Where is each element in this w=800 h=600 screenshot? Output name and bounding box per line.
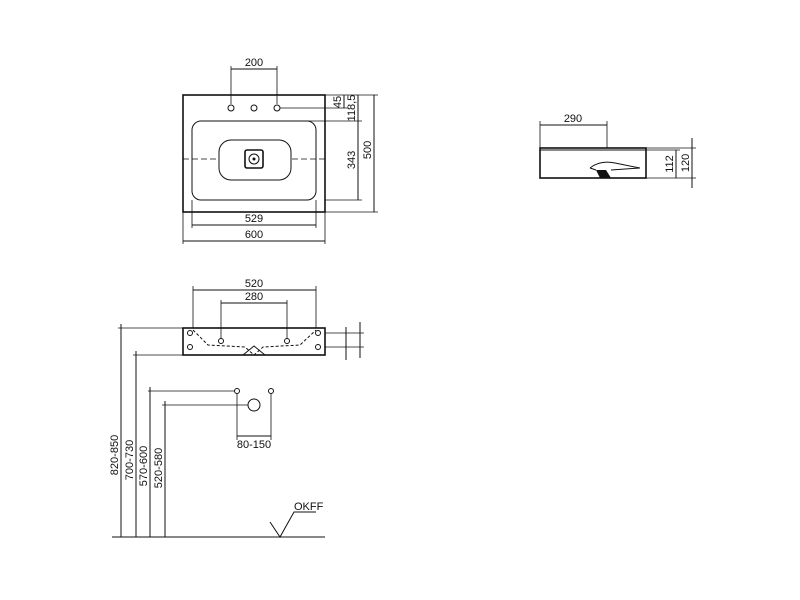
side-view-outline	[539, 147, 647, 179]
dim-total-depth: 500	[362, 141, 374, 159]
dim-basin-length: 290	[564, 113, 582, 125]
top-view-outline	[182, 94, 326, 213]
height-label-1: 820-850	[109, 435, 121, 475]
top-view-bowl	[218, 139, 292, 181]
dim-tap-spacing: 80-150	[237, 439, 271, 451]
tap-hole-left	[227, 104, 235, 112]
top-view: 200 45 118,5 343 500 529 600	[182, 57, 378, 244]
dim-basin-width: 529	[245, 213, 263, 225]
dim-hole-center: 118,5	[346, 95, 358, 122]
side-view: 290 112 120	[539, 113, 696, 188]
dim-bracket-outer: 520	[245, 278, 263, 290]
bracket-hole	[218, 338, 224, 344]
side-view-curve	[589, 167, 641, 171]
floor-label: OKFF	[294, 501, 324, 513]
tap-hole-right	[273, 104, 281, 112]
front-view-drain	[242, 345, 266, 356]
side-view-basin	[589, 161, 641, 169]
tap-hole-center	[250, 104, 258, 112]
dim-hole-offset: 45	[332, 96, 344, 108]
height-label-3: 570-600	[138, 446, 150, 486]
bracket-hole	[315, 344, 321, 350]
height-label-2: 700-730	[124, 440, 136, 480]
water-inlet-right	[268, 388, 274, 394]
side-view-drain	[596, 170, 611, 178]
floor-marker-icon	[269, 511, 316, 538]
drain-inner	[248, 153, 260, 165]
dim-basin-depth: 343	[346, 151, 358, 169]
height-label-4: 520-580	[153, 448, 165, 488]
water-inlet-left	[234, 388, 240, 394]
front-view-hidden-basin	[192, 329, 317, 356]
dim-total-height: 120	[680, 154, 692, 172]
bracket-hole	[187, 330, 193, 336]
dim-hole-spacing: 200	[245, 57, 263, 69]
dim-bracket-inner: 280	[245, 291, 263, 303]
dim-total-width: 600	[245, 229, 263, 241]
dim-inner-height: 112	[664, 155, 676, 173]
bracket-hole	[315, 330, 321, 336]
top-view-basin-outline	[191, 120, 317, 201]
drain-icon	[244, 149, 264, 169]
bracket-hole	[284, 338, 290, 344]
drain-center	[252, 157, 256, 161]
bracket-hole	[187, 344, 193, 350]
front-view: 520 280 80-150	[109, 278, 364, 538]
drain-outlet	[247, 398, 261, 412]
